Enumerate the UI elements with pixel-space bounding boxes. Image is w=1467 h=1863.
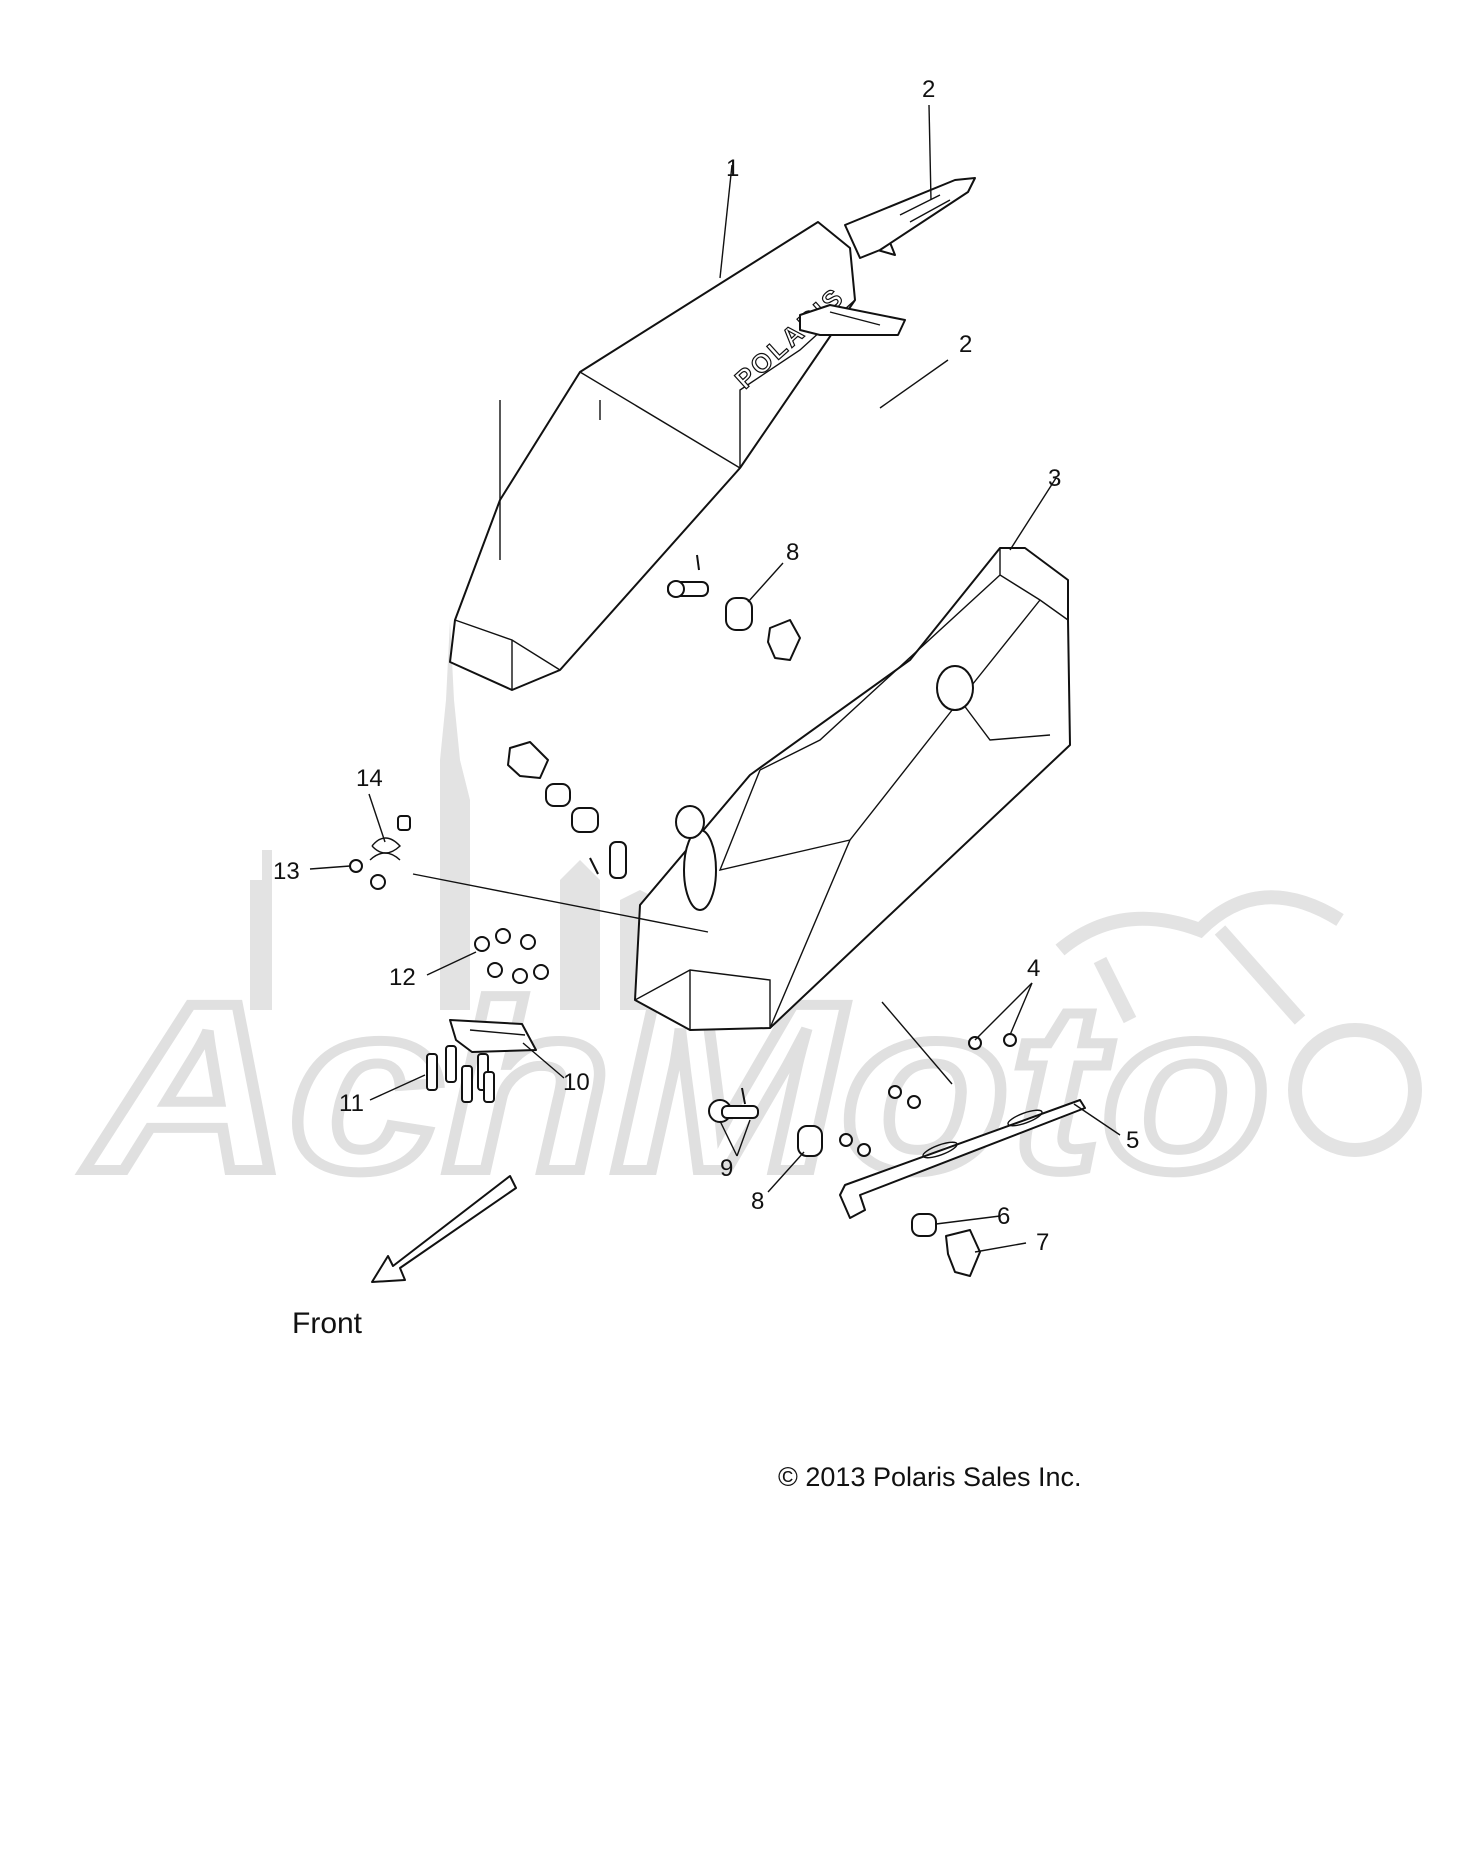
screws-4: [839, 1033, 1017, 1157]
callout-7: 7: [1036, 1229, 1049, 1256]
callout-labels: 1 2 2 3 8 14 13 12 10 11 4 5 9 8 6 7: [273, 76, 1139, 1256]
latch-upper: [844, 177, 976, 259]
callout-8-upper: 8: [786, 539, 799, 566]
callout-12: 12: [389, 964, 416, 991]
clip-upper: [767, 619, 801, 661]
callout-2-lower: 2: [959, 331, 972, 358]
storage-box: [634, 547, 1071, 1031]
hinge-pin-mid: [589, 841, 627, 879]
callout-2-upper: 2: [922, 76, 935, 103]
callout-9: 9: [720, 1155, 733, 1182]
callout-6: 6: [997, 1203, 1010, 1230]
front-direction-arrow: Front: [292, 1175, 517, 1340]
clamp-14: [369, 815, 411, 861]
front-label: Front: [292, 1307, 363, 1340]
clip-7: [945, 1229, 981, 1277]
bushing-mid-1: [545, 783, 571, 807]
bushing-8-lower: [797, 1125, 823, 1157]
bushing-6: [911, 1213, 937, 1237]
bracket-5: [839, 1099, 1086, 1219]
nuts-12: [474, 928, 549, 984]
hinge-10: [449, 1019, 537, 1053]
hinge-pin-upper: [667, 554, 709, 598]
callout-8-lower: 8: [751, 1188, 764, 1215]
callout-13: 13: [273, 858, 300, 885]
bushing-8-upper: [725, 597, 753, 631]
callout-11: 11: [339, 1090, 364, 1117]
copyright-notice: © 2013 Polaris Sales Inc.: [778, 1462, 1082, 1492]
leader-lines: [309, 104, 1121, 1253]
seat-lid: POLARIS: [449, 221, 896, 691]
callout-1: 1: [726, 155, 739, 182]
latch-lower: [799, 304, 906, 336]
callout-3: 3: [1048, 465, 1061, 492]
bushing-mid-2: [571, 807, 599, 833]
nut-13: [370, 874, 386, 890]
callout-5: 5: [1126, 1127, 1139, 1154]
clip-mid: [507, 741, 549, 779]
callout-10: 10: [563, 1069, 590, 1096]
callout-14: 14: [356, 765, 383, 792]
screws-11: [426, 1045, 495, 1103]
callout-4: 4: [1027, 955, 1040, 982]
screw-13: [349, 859, 363, 873]
